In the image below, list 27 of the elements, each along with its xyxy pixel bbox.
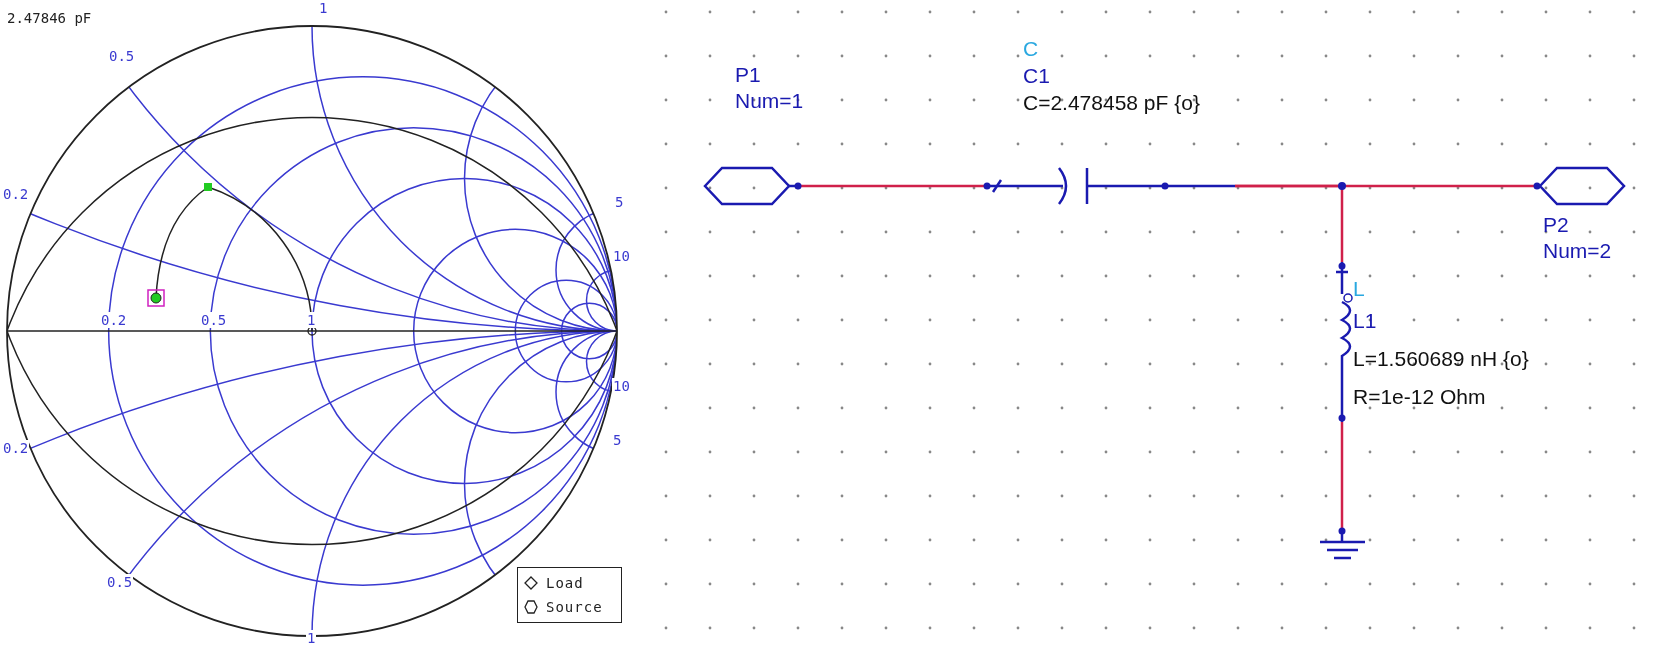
chart-tick-label: 1 — [306, 312, 317, 328]
chart-tick-label: 1 — [318, 0, 329, 16]
component-value: Num=2 — [1543, 238, 1612, 263]
component-value: L1 — [1353, 308, 1377, 333]
component-value: R=1e-12 Ohm — [1353, 384, 1486, 409]
chart-tick-label: 10 — [612, 248, 631, 264]
component-value: Num=1 — [735, 88, 804, 113]
component-label: P1 — [735, 62, 761, 87]
chart-tick-label: 0.2 — [100, 312, 128, 328]
value-readout: 2.47846 pF — [6, 10, 93, 26]
chart-tick-label: 0.5 — [106, 574, 134, 590]
chart-tick-label: 1 — [306, 630, 317, 646]
component-label: C — [1023, 36, 1039, 61]
chart-tick-label: 0.2 — [2, 440, 30, 456]
chart-tick-label: 0.5 — [200, 312, 228, 328]
component-label: L — [1353, 276, 1365, 301]
component-value: L=1.560689 nH {o} — [1353, 346, 1529, 371]
chart-tick-label: 0.5 — [108, 48, 136, 64]
component-label: P2 — [1543, 212, 1569, 237]
chart-tick-label: 5 — [614, 194, 625, 210]
chart-tick-label: 5 — [612, 432, 623, 448]
component-value: C=2.478458 pF {o} — [1023, 90, 1200, 115]
component-value: C1 — [1023, 63, 1050, 88]
chart-tick-label: 10 — [612, 378, 631, 394]
legend-label: Load — [546, 575, 584, 591]
chart-tick-label: 0.2 — [2, 186, 30, 202]
legend-label: Source — [546, 599, 603, 615]
